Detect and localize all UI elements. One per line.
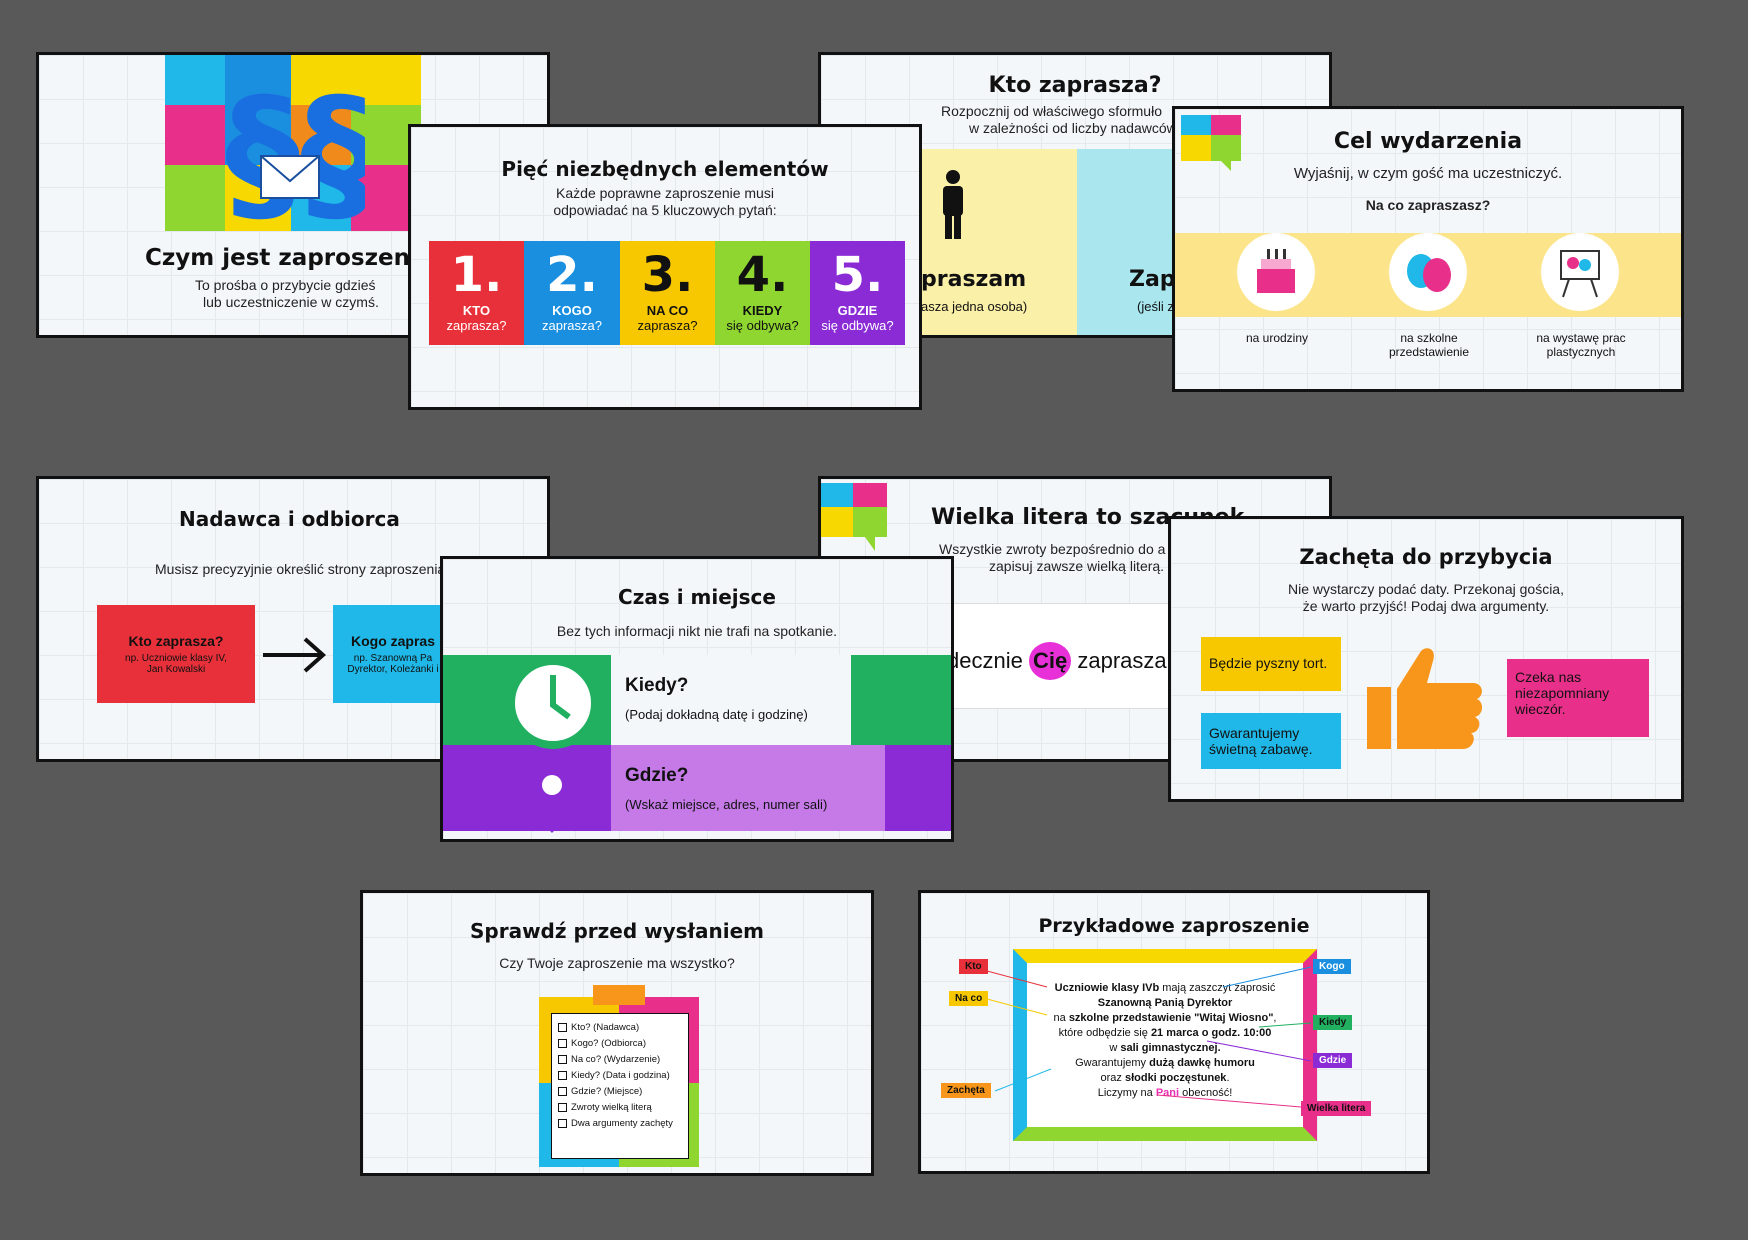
checklist-item: Zwroty wielką literą xyxy=(558,1100,682,1116)
slide-title: Nadawca i odbiorca xyxy=(179,507,400,531)
slide-title: Czym jest zaproszeni xyxy=(145,245,418,271)
checklist-paper: Kto? (Nadawca)Kogo? (Odbiorca)Na co? (Wy… xyxy=(551,1013,689,1159)
checkbox-icon xyxy=(558,1054,567,1064)
speech-mosaic-icon xyxy=(1181,115,1241,171)
clock-icon xyxy=(507,657,599,749)
location-pin-icon xyxy=(523,757,581,833)
slide-thumbnail-7[interactable]: Czas i miejsce Bez tych informacji nikt … xyxy=(440,556,954,842)
slide-subtitle: Bez tych informacji nikt nie trafi na sp… xyxy=(556,623,838,639)
tag-gdzie: Gdzie xyxy=(1313,1053,1353,1068)
section-sign-icon: §§ xyxy=(225,67,365,225)
checkbox-icon xyxy=(558,1022,567,1032)
where-label: Gdzie? xyxy=(625,765,689,786)
slide-subtitle: zapisuj zawsze wielką literą. xyxy=(989,558,1165,574)
slide-subtitle: że warto przyjść! Podaj dwa argumenty. xyxy=(1302,598,1550,614)
checklist-item: Gdzie? (Miejsce) xyxy=(558,1084,682,1100)
purpose-item: na urodziny xyxy=(1245,331,1309,345)
slide-subtitle: lub uczestniczenie w czymś. xyxy=(203,294,379,310)
envelope-icon xyxy=(260,155,320,199)
tag-kiedy: Kiedy xyxy=(1313,1015,1353,1030)
checklist-item: Kiedy? (Data i godzina) xyxy=(558,1068,682,1084)
arrow-right-icon xyxy=(263,637,327,673)
checkbox-icon xyxy=(558,1038,567,1048)
checkbox-icon xyxy=(558,1118,567,1128)
capital-pronoun-highlight: Cię xyxy=(1028,642,1072,680)
clipboard-clip xyxy=(593,985,645,1005)
phrase-text: zapraszam xyxy=(1077,648,1185,673)
argument-box-3: Czeka nas niezapomniany wieczór. xyxy=(1507,659,1649,737)
slide-thumbnail-2[interactable]: Pięć niezbędnych elementów Każde poprawn… xyxy=(408,124,922,410)
slide-title: Czas i miejsce xyxy=(618,585,776,609)
purpose-item: na szkolne przedstawienie xyxy=(1388,331,1470,359)
slide-subtitle: w zależności od liczby nadawców xyxy=(969,120,1177,136)
person-icon xyxy=(943,170,963,239)
annotation-connectors xyxy=(986,966,1312,1108)
slide-title: Cel wydarzenia xyxy=(1333,129,1523,154)
slide-title: Sprawdź przed wysłaniem xyxy=(470,919,764,943)
slide-subtitle: Wszystkie zwroty bezpośrednio do a xyxy=(939,541,1166,557)
slide-title: Zachęta do przybycia xyxy=(1299,545,1553,569)
argument-box-1: Będzie pyszny tort. xyxy=(1201,637,1341,691)
purpose-item: na wystawę prac plastycznych xyxy=(1536,331,1626,359)
slide-thumbnail-4[interactable]: Cel wydarzenia Wyjaśnij, w czym gość ma … xyxy=(1172,106,1684,392)
panel-heading: praszam xyxy=(921,267,1027,292)
slide-subtitle: Wyjaśnij, w czym gość ma uczestniczyć. xyxy=(1293,165,1563,182)
where-row: Gdzie? (Wskaż miejsce, adres, numer sali… xyxy=(443,745,951,831)
slide-thumbnail-8[interactable]: Zachęta do przybycia Nie wystarczy podać… xyxy=(1168,516,1684,802)
checklist-item: Kogo? (Odbiorca) xyxy=(558,1036,682,1052)
checkbox-icon xyxy=(558,1070,567,1080)
slide-subtitle: Rozpocznij od właściwego sformuło xyxy=(941,103,1162,119)
tag-wielka-litera: Wielka litera xyxy=(1301,1101,1372,1116)
theater-masks-icon xyxy=(1389,233,1467,311)
thumbs-up-icon xyxy=(1367,648,1483,749)
sender-box: Kto zaprasza? np. Uczniowie klasy IV, Ja… xyxy=(97,605,255,703)
slide-title: Kto zaprasza? xyxy=(988,73,1162,98)
slide-subtitle: To prośba o przybycie gdzieś xyxy=(195,277,376,293)
slide-thumbnail-9[interactable]: Sprawdź przed wysłaniem Czy Twoje zapros… xyxy=(360,890,874,1176)
mosaic-logo: §§ xyxy=(165,55,421,231)
slide-title: Przykładowe zaproszenie xyxy=(1038,915,1310,937)
panel-heading: Zap xyxy=(1129,267,1176,292)
panel-caption: asza jedna osoba) xyxy=(921,299,1028,314)
slide-thumbnail-10[interactable]: Przykładowe zaproszenie Uczniowie klasy … xyxy=(918,890,1430,1174)
slide-thumbnail-5[interactable]: Nadawca i odbiorca Musisz precyzyjnie ok… xyxy=(36,476,550,762)
slide-subtitle: odpowiadać na 5 kluczowych pytań: xyxy=(553,202,777,218)
slide-subtitle: Każde poprawne zaproszenie musi xyxy=(556,185,774,201)
slide-subtitle: Musisz precyzyjnie określić strony zapro… xyxy=(155,561,450,577)
recipient-box: Kogo zapras np. Szanowną Pa Dyrektor, Ko… xyxy=(333,605,453,703)
tag-na-co: Na co xyxy=(949,991,989,1006)
tag-kogo: Kogo xyxy=(1313,959,1351,974)
checklist-item: Dwa argumenty zachęty xyxy=(558,1116,682,1132)
invitation-text: Uczniowie klasy IVb mają zaszczyt zapros… xyxy=(1053,982,1277,1099)
cake-icon xyxy=(1237,233,1315,311)
argument-box-2: Gwarantujemy świetną zabawę. xyxy=(1201,713,1341,769)
slide-subtitle: Nie wystarczy podać daty. Przekonaj gośc… xyxy=(1288,581,1564,597)
single-sender-panel: praszam asza jedna osoba) xyxy=(921,149,1077,335)
checklist-item: Kto? (Nadawca) xyxy=(558,1020,682,1036)
invitation-frame xyxy=(1013,949,1317,1141)
checkbox-icon xyxy=(558,1086,567,1096)
easel-painting-icon xyxy=(1541,233,1619,311)
phrase-text: decznie xyxy=(947,648,1023,673)
slide-subtitle: Czy Twoje zaproszenie ma wszystko? xyxy=(499,955,735,971)
tag-kto: Kto xyxy=(959,959,988,974)
speech-mosaic-icon xyxy=(821,483,887,551)
when-label: Kiedy? xyxy=(625,675,689,696)
svg-text:§§: §§ xyxy=(225,67,365,225)
panel-caption: (jeśli z xyxy=(1137,299,1174,314)
checklist-item: Na co? (Wydarzenie) xyxy=(558,1052,682,1068)
tag-zacheta: Zachęta xyxy=(941,1083,991,1098)
when-hint: (Podaj dokładną datę i godzinę) xyxy=(625,707,808,722)
slide-title: Pięć niezbędnych elementów xyxy=(501,157,829,181)
clipboard-frame: Kto? (Nadawca)Kogo? (Odbiorca)Na co? (Wy… xyxy=(539,985,699,1167)
question-label: Na co zapraszasz? xyxy=(1365,197,1491,213)
checkbox-icon xyxy=(558,1102,567,1112)
where-hint: (Wskaż miejsce, adres, numer sali) xyxy=(625,797,828,812)
